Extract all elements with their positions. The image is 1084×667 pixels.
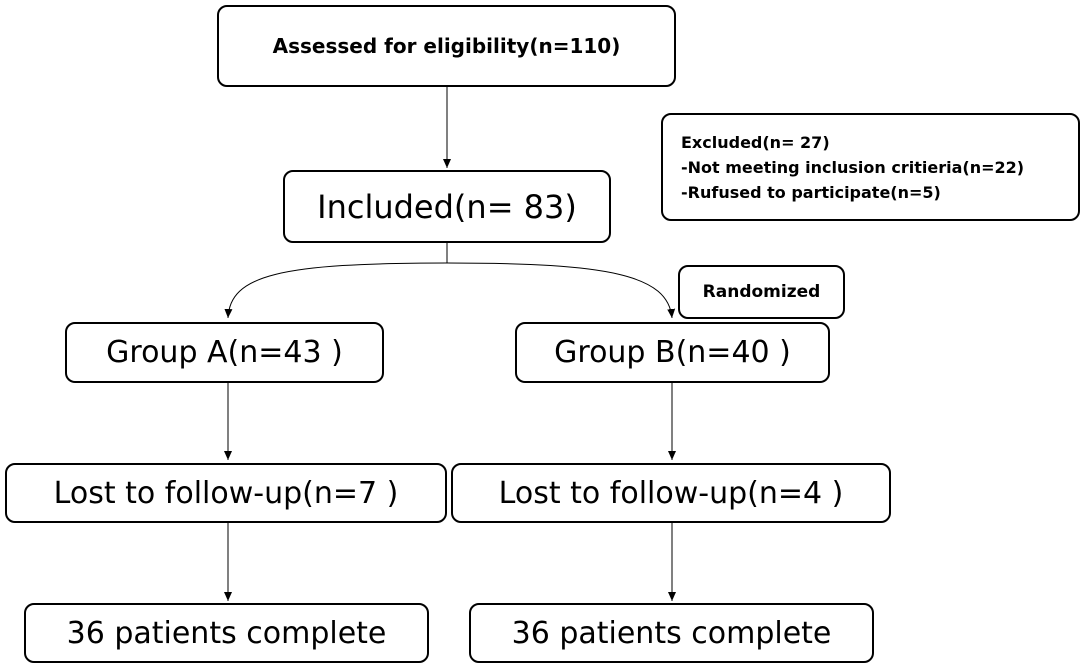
arrow-to-group-a xyxy=(224,262,448,319)
assessed-box: Assessed for eligibility(n=110) xyxy=(217,5,676,87)
group-b-lost-label: Lost to follow-up(n=4 ) xyxy=(498,475,844,511)
excluded-reason-1: -Not meeting inclusion critieria(n=22) xyxy=(681,157,1025,177)
excluded-reason-2: -Rufused to participate(n=5) xyxy=(681,182,941,202)
group-a-complete-label: 36 patients complete xyxy=(66,615,387,651)
excluded-title: Excluded(n= 27) xyxy=(681,132,830,152)
group-a-complete-box: 36 patients complete xyxy=(24,603,429,663)
group-a-box: Group A(n=43 ) xyxy=(65,322,384,383)
group-b-label: Group B(n=40 ) xyxy=(554,335,791,370)
group-b-complete-label: 36 patients complete xyxy=(511,615,832,651)
randomized-label: Randomized xyxy=(702,282,821,302)
assessed-label: Assessed for eligibility(n=110) xyxy=(272,34,621,58)
included-box: Included(n= 83) xyxy=(283,170,611,243)
arrow-to-group-b xyxy=(446,262,676,319)
group-b-box: Group B(n=40 ) xyxy=(515,322,830,383)
excluded-box: Excluded(n= 27) -Not meeting inclusion c… xyxy=(661,113,1080,221)
group-b-lost-box: Lost to follow-up(n=4 ) xyxy=(451,463,891,523)
group-b-complete-box: 36 patients complete xyxy=(469,603,874,663)
group-a-lost-box: Lost to follow-up(n=7 ) xyxy=(5,463,447,523)
included-label: Included(n= 83) xyxy=(317,187,577,226)
group-a-label: Group A(n=43 ) xyxy=(106,335,343,370)
randomized-box: Randomized xyxy=(678,265,845,319)
group-a-lost-label: Lost to follow-up(n=7 ) xyxy=(53,475,399,511)
